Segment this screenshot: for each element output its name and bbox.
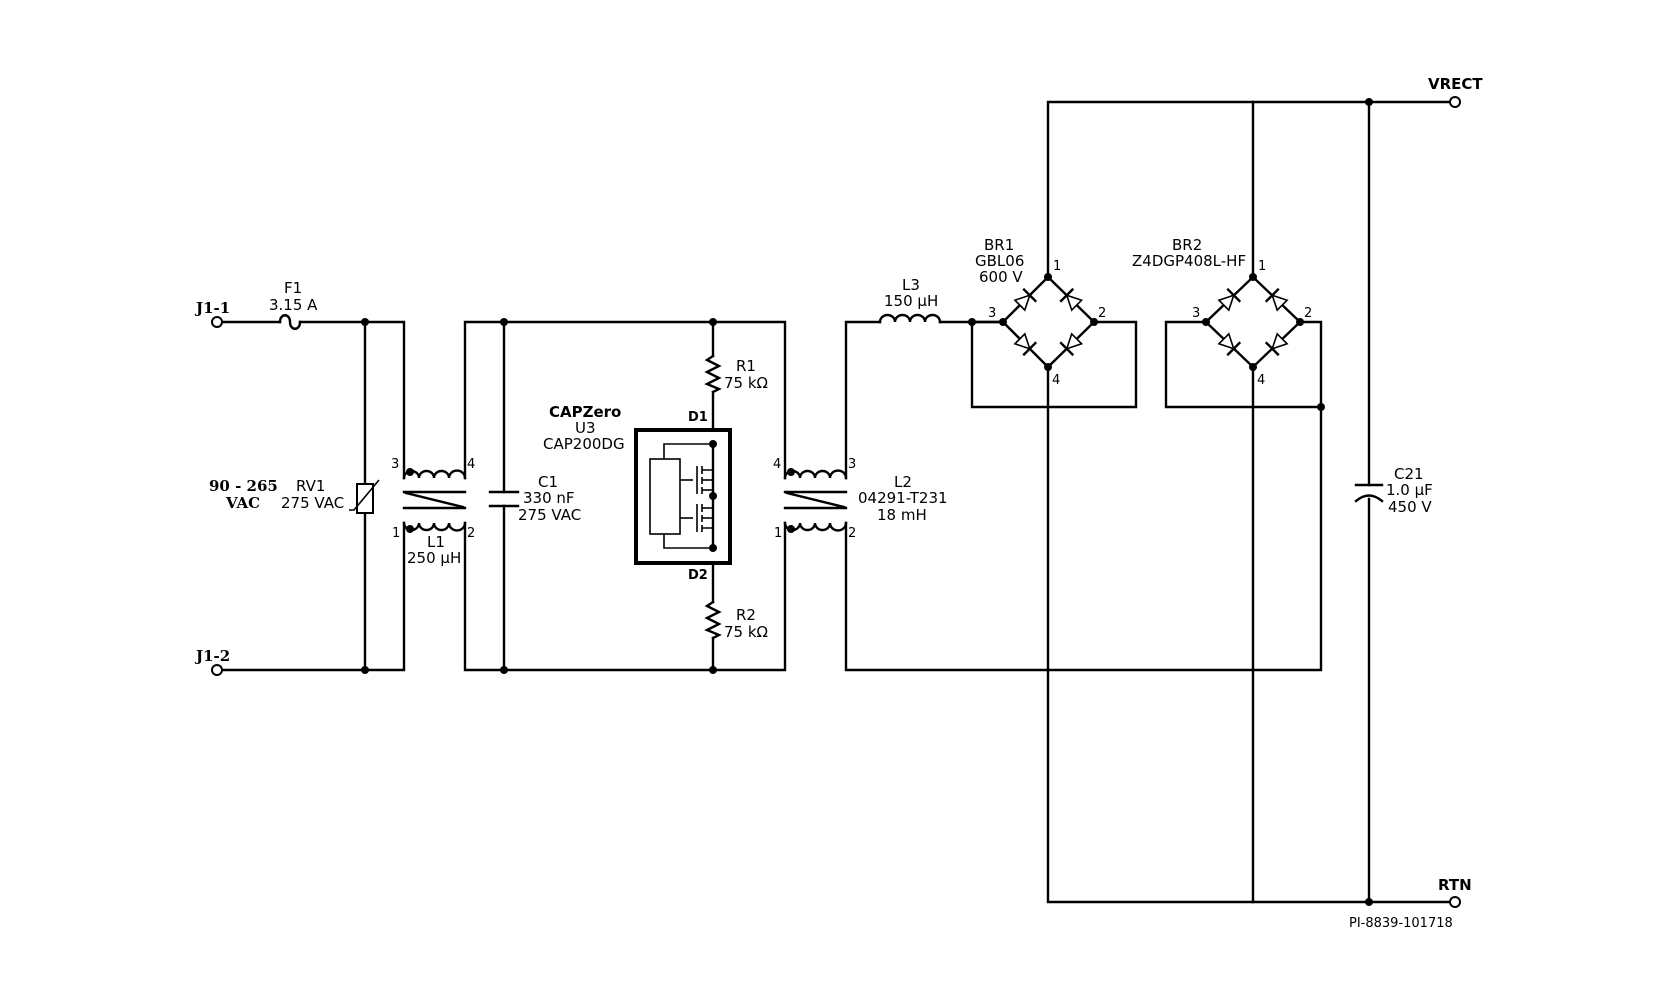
choke-l2-part: 04291-T231 — [858, 489, 948, 507]
terminal-j1-1-label: J1-1 — [194, 299, 230, 317]
bridge-br1-ref: BR1 — [984, 236, 1014, 254]
ic-u3-pin-d2: D2 — [688, 568, 708, 583]
resistor-r2-value: 75 kΩ — [724, 623, 768, 641]
bridge-br2-ref: BR2 — [1172, 236, 1202, 254]
bridge-br1-part: GBL06 — [975, 252, 1024, 270]
bridge-br1-pin-3: 3 — [988, 306, 996, 321]
varistor-rv1: RV1 275 VAC — [281, 477, 380, 514]
varistor-rv1-ref: RV1 — [296, 477, 325, 495]
capacitor-c21-rating: 450 V — [1388, 498, 1432, 516]
choke-l2: 4 3 1 2 L2 04291-T231 18 mH — [773, 457, 948, 541]
terminal-j1-2-label: J1-2 — [194, 647, 230, 665]
capacitor-c1: C1 330 nF 275 VAC — [488, 473, 581, 524]
bridge-br1: 1 2 3 4 BR1 GBL06 600 V — [975, 236, 1106, 388]
capacitor-c1-ref: C1 — [538, 473, 558, 491]
resistor-r1-value: 75 kΩ — [724, 374, 768, 392]
input-voltage-line2: VAC — [225, 494, 260, 512]
ic-u3-family: CAPZero — [549, 403, 621, 421]
resistor-r2-ref: R2 — [736, 606, 756, 624]
ic-u3-pin-d1: D1 — [688, 410, 708, 425]
fuse-f1-value: 3.15 A — [269, 296, 318, 314]
choke-l1: 3 4 1 2 L1 250 µH — [391, 457, 475, 567]
bridge-br2-pin-4: 4 — [1257, 373, 1265, 388]
bridge-br2-pin-1: 1 — [1258, 259, 1266, 274]
terminal-rtn-label: RTN — [1438, 876, 1472, 894]
ic-u3-ref: U3 — [575, 419, 596, 437]
terminal-rtn: RTN — [1438, 876, 1472, 908]
choke-l2-pin-3: 3 — [848, 457, 856, 472]
ic-u3-capzero: CAPZero U3 CAP200DG D1 D2 — [543, 403, 732, 583]
ic-u3-part: CAP200DG — [543, 435, 625, 453]
choke-l2-pin-1: 1 — [774, 526, 782, 541]
bridge-br1-pin-2: 2 — [1098, 306, 1106, 321]
capacitor-c21-ref: C21 — [1394, 465, 1424, 483]
drawing-id: PI-8839-101718 — [1349, 916, 1453, 931]
terminal-j1-1: J1-1 — [194, 299, 230, 328]
bridge-br2-pin-3: 3 — [1192, 306, 1200, 321]
terminal-vrect-label: VRECT — [1428, 75, 1483, 93]
capacitor-c21-value: 1.0 µF — [1386, 481, 1433, 499]
terminal-j1-2: J1-2 — [194, 647, 230, 676]
choke-l2-pin-4: 4 — [773, 457, 781, 472]
inductor-l3-ref: L3 — [902, 276, 920, 294]
choke-l1-pin-2: 2 — [467, 526, 475, 541]
resistor-r2: R2 75 kΩ — [704, 600, 768, 641]
fuse-f1-ref: F1 — [284, 279, 302, 297]
wires — [219, 100, 1456, 904]
bridge-br2: 1 2 3 4 BR2 Z4DGP408L-HF — [1132, 236, 1312, 388]
inductor-l3: L3 150 µH — [878, 276, 942, 324]
bridge-br2-part: Z4DGP408L-HF — [1132, 252, 1246, 270]
choke-l1-pin-1: 1 — [392, 526, 400, 541]
bridge-br1-rating: 600 V — [979, 268, 1023, 286]
choke-l1-value: 250 µH — [407, 549, 461, 567]
capacitor-c21: C21 1.0 µF 450 V — [1354, 465, 1433, 516]
choke-l1-pin-4: 4 — [467, 457, 475, 472]
resistor-r1-ref: R1 — [736, 357, 756, 375]
bridge-br2-pin-2: 2 — [1304, 306, 1312, 321]
junction-dots — [361, 98, 1373, 906]
varistor-rv1-value: 275 VAC — [281, 494, 344, 512]
fuse-f1: F1 3.15 A — [269, 279, 318, 330]
choke-l1-ref: L1 — [427, 533, 445, 551]
bridge-br1-pin-4: 4 — [1052, 373, 1060, 388]
bridge-br1-pin-1: 1 — [1053, 259, 1061, 274]
choke-l2-value: 18 mH — [877, 506, 927, 524]
input-voltage-label: 90 - 265 VAC — [209, 477, 278, 512]
terminal-vrect: VRECT — [1428, 75, 1483, 108]
resistor-r1: R1 75 kΩ — [704, 354, 768, 394]
choke-l2-ref: L2 — [894, 473, 912, 491]
choke-l1-pin-3: 3 — [391, 457, 399, 472]
input-voltage-line1: 90 - 265 — [209, 477, 278, 495]
choke-l2-pin-2: 2 — [848, 526, 856, 541]
capacitor-c1-value: 330 nF — [523, 489, 575, 507]
capacitor-c1-rating: 275 VAC — [518, 506, 581, 524]
inductor-l3-value: 150 µH — [884, 292, 938, 310]
